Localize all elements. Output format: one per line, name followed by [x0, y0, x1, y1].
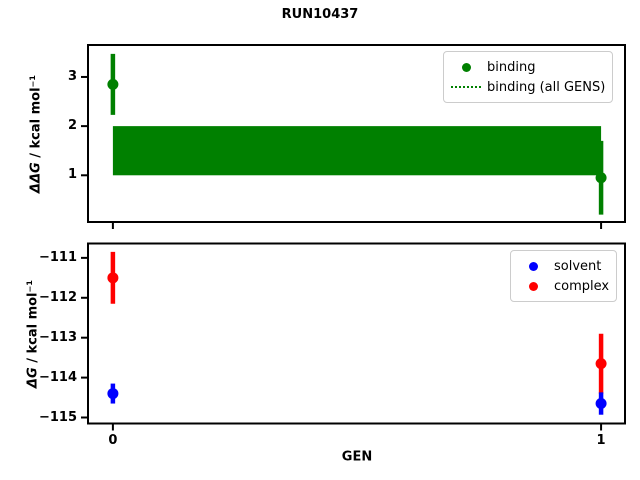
solvent-dot-icon [528, 261, 538, 271]
legend-label-binding: binding [487, 59, 536, 75]
legend-marker-col [451, 62, 481, 72]
y-tick-label: 3 [67, 68, 77, 84]
ylabel-dg: ΔG / kcal mol⁻¹ [26, 280, 41, 388]
ylabel-dg-symbol: ΔG [25, 367, 41, 389]
legend-row-binding: binding [451, 57, 605, 77]
y-tick-label: −111 [38, 249, 77, 265]
ylabel-ddg: ΔΔG / kcal mol⁻¹ [29, 75, 44, 193]
xlabel-gen: GEN [341, 449, 373, 465]
complex-dot-icon [528, 281, 538, 291]
figure-title: RUN10437 [281, 7, 359, 22]
axes-frame-0 [87, 44, 626, 223]
axes-frame-1 [87, 242, 626, 425]
binding-point [107, 78, 119, 90]
legend-marker-col [518, 281, 548, 291]
solvent-point [595, 398, 607, 410]
ylabel-dg-units: / kcal mol⁻¹ [25, 279, 41, 368]
legend-label-complex: complex [554, 278, 610, 294]
legend-row-complex: complex [518, 276, 609, 296]
legend-marker-col [451, 86, 481, 88]
legend-row-binding-all-gens: binding (all GENS) [451, 77, 605, 97]
y-tick-label: −112 [38, 289, 77, 305]
legend-label-binding-all-gens: binding (all GENS) [487, 79, 606, 95]
x-tick-label: 0 [108, 432, 118, 448]
binding-all-gens-dotted-line-icon [451, 86, 481, 88]
legend-row-solvent: solvent [518, 256, 609, 276]
ylabel-ddg-units: / kcal mol⁻¹ [28, 74, 44, 163]
binding-all-gens-band [112, 126, 602, 176]
legend-binding: binding binding (all GENS) [443, 51, 614, 103]
y-tick-label: 2 [67, 118, 77, 134]
y-tick-label: −113 [38, 329, 77, 345]
complex-point [595, 358, 607, 370]
y-tick-label: −115 [38, 409, 77, 425]
complex-point [107, 272, 119, 284]
legend-marker-col [518, 261, 548, 271]
ylabel-ddg-symbol: ΔΔG [28, 162, 44, 194]
binding-dot-icon [461, 62, 471, 72]
y-tick-label: 1 [67, 167, 77, 183]
solvent-point [107, 388, 119, 400]
legend-label-solvent: solvent [554, 258, 602, 274]
y-tick-label: −114 [38, 369, 77, 385]
x-tick-label: 1 [596, 432, 606, 448]
legend-dg: solvent complex [510, 250, 618, 302]
